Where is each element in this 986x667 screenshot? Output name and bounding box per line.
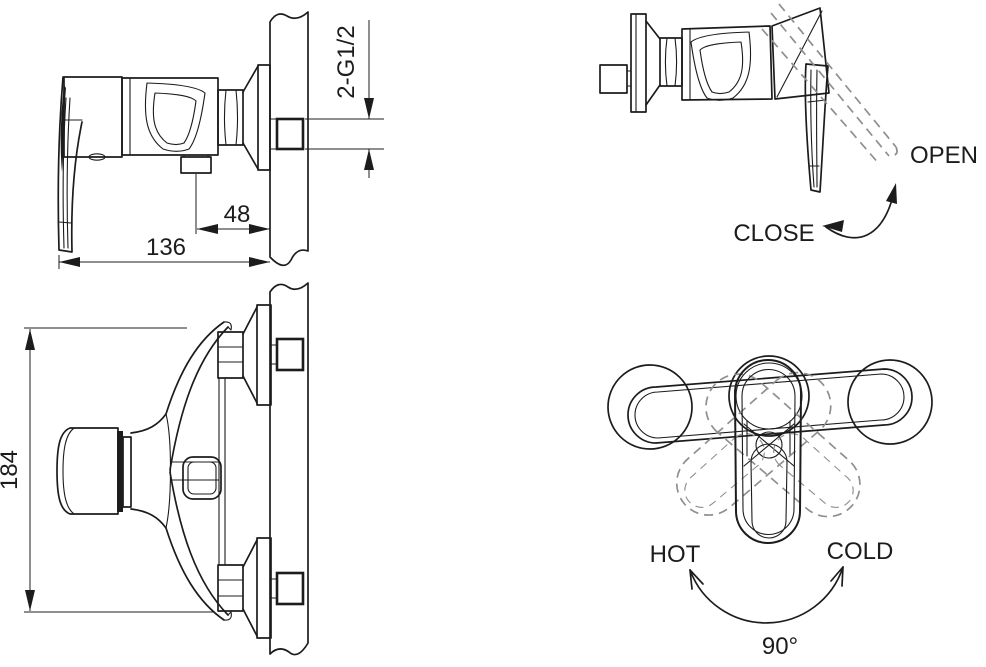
wall-fitting-square: [275, 117, 305, 151]
cold-label: COLD: [827, 538, 894, 565]
handle-center-position: [734, 359, 802, 544]
rotation-view: HOT COLD 90°: [607, 355, 933, 660]
handle-diagonal-position-dashed: [675, 371, 832, 516]
pipe-connection-lines: [269, 118, 278, 150]
dimension-136: 136: [58, 234, 270, 269]
handle-mount: [771, 7, 830, 100]
escutcheon: [242, 64, 271, 171]
escutcheon: [242, 304, 272, 639]
open-close-view: OPEN CLOSE: [599, 3, 978, 247]
dim-136-label: 136: [146, 234, 186, 261]
handle-closed-position: [804, 63, 829, 193]
shower-outlet-top: [182, 456, 222, 500]
hot-label: HOT: [650, 541, 701, 568]
thread-size-label: 2-G1/2: [333, 25, 360, 98]
valve-body: [681, 25, 773, 101]
dimension-48: 48: [195, 174, 270, 234]
pipe-connection-lines: [269, 344, 278, 599]
shower-outlet: [180, 154, 212, 174]
dim-48-label: 48: [224, 201, 251, 228]
wall-fitting-square: [275, 571, 305, 606]
valve-body: [121, 77, 219, 156]
open-close-arrow: [822, 183, 897, 239]
valve-body-column: [218, 377, 226, 566]
escutcheon: [630, 13, 661, 113]
dimension-184: 184: [0, 327, 215, 613]
hex-nut: [217, 331, 244, 612]
rotation-arc: [689, 566, 844, 624]
lever-handle: [57, 76, 123, 253]
supply-stub: [599, 64, 632, 94]
open-label: OPEN: [910, 142, 978, 169]
dim-184-label: 184: [0, 450, 23, 490]
handle-open-position-dashed: [761, 3, 898, 166]
wall-section: [269, 11, 309, 267]
dimension-thread: 2-G1/2: [305, 20, 384, 178]
handle-grip: [56, 427, 132, 515]
handle-left-position-grip: [607, 364, 693, 450]
hex-nut: [659, 37, 683, 87]
handle-horizontal-sweep: [627, 368, 913, 444]
wall-fitting-square: [275, 337, 305, 372]
plan-view: 184: [0, 282, 309, 656]
wall-section: [269, 282, 309, 656]
side-elevation-view: 48 136 2-G1/2: [57, 11, 384, 269]
hex-nut: [217, 89, 244, 146]
close-label: CLOSE: [733, 220, 814, 247]
handle-right-position-grip: [847, 359, 933, 445]
rotation-angle-label: 90°: [762, 633, 798, 660]
handle-diagonal-position-dashed: [705, 373, 861, 518]
